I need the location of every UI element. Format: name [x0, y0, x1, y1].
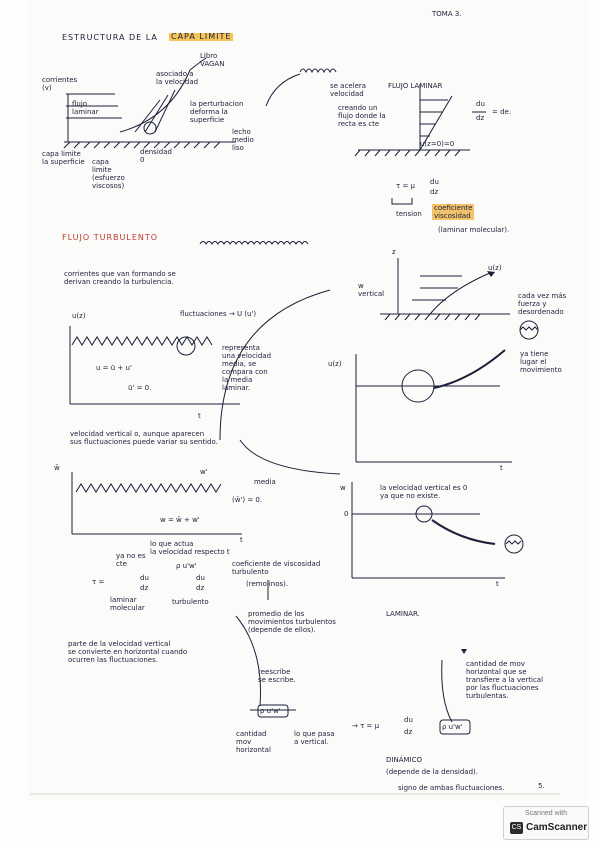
- label-dz2: dz: [430, 188, 439, 196]
- label-dispersa: asociado a la velocidad: [156, 70, 199, 86]
- label-u-z: u(z): [72, 312, 86, 320]
- label-u-z-right: u(z): [488, 264, 502, 272]
- label-signo: signo de ambas fluctuaciones.: [398, 784, 505, 792]
- label-dz5: dz: [404, 728, 413, 736]
- label-du2: du: [430, 178, 439, 186]
- label-fluctuations: fluctuaciones → U (u'): [180, 310, 257, 318]
- page-number: 5.: [538, 782, 545, 790]
- label-t-axis: t: [198, 412, 201, 420]
- label-libro: Libro VAGAN: [200, 52, 225, 68]
- label-dz3: dz: [140, 584, 149, 592]
- label-lateral: la perturbacion deforma la superficie: [190, 100, 244, 124]
- label-lo-que-pasa: lo que pasa a vertical.: [294, 730, 335, 746]
- label-eddies: (remolinos).: [246, 580, 289, 588]
- label-laminar: LAMINAR.: [386, 610, 420, 618]
- label-flujo-laminar: flujo laminar: [72, 100, 99, 116]
- velocity-part: parte de la velocidad vertical se convie…: [68, 640, 188, 664]
- label-corrientes: corrientes (v): [42, 76, 78, 92]
- label-z-axis: z: [392, 248, 396, 256]
- label-final-eq: → τ = μ: [352, 722, 380, 730]
- label-turbulento: turbulento: [172, 598, 209, 606]
- label-vel-vertical: la velocidad vertical es 0 ya que no exi…: [380, 484, 468, 500]
- label-laminar-note: (laminar molecular).: [438, 226, 510, 234]
- label-flujo-laminar-title: FLUJO LAMINAR: [388, 82, 443, 90]
- label-t-right: t: [500, 464, 503, 472]
- camscanner-badge: Scanned with CS CamScanner: [503, 806, 589, 840]
- label-rewrite: reescribe se escribe.: [258, 668, 296, 684]
- label-cant-mov-right: cada vez más fuerza y desordenado: [518, 292, 567, 316]
- label-laminar-molecular: laminar molecular: [110, 596, 145, 612]
- label-cantidad-mov: cantidad mov horizontal: [236, 730, 271, 754]
- label-rho-uw: ρ u'w': [260, 707, 281, 715]
- turbulent-desc: corrientes que van formando se derivan c…: [64, 270, 176, 286]
- label-rho-uw2: ρ u'w': [442, 723, 463, 731]
- label-du-dz-eq: = de.: [492, 108, 512, 116]
- page-label: TOMA 3.: [432, 10, 462, 18]
- label-du5: du: [404, 716, 413, 724]
- velocity-desc: velocidad vertical o, aunque aparecen su…: [70, 430, 218, 446]
- label-dz: dz: [476, 114, 485, 122]
- label-lecho: lecho medio liso: [232, 128, 254, 152]
- note-velocity: representa una velocidad media, se compa…: [222, 344, 272, 392]
- camscanner-logo-icon: CS: [510, 822, 523, 834]
- label-du: du: [476, 100, 485, 108]
- label-w-decomp: w = w̄ + w': [160, 516, 200, 524]
- label-tau-eq: τ = μ: [396, 182, 415, 190]
- label-du4: du: [196, 574, 205, 582]
- label-densidad: densidad 0: [140, 148, 172, 164]
- label-tau-turb: τ =: [92, 578, 105, 586]
- label-creando: creando un flujo donde la recta es cte: [338, 104, 386, 128]
- label-right-w: w vertical: [358, 282, 385, 298]
- page-title-highlight: CAPA LIMITE: [169, 32, 234, 41]
- label-du3: du: [140, 574, 149, 582]
- label-coef-turb: coeficiente de viscosidad turbulento: [232, 560, 321, 576]
- notebook-sheet: [28, 0, 588, 800]
- label-w2: w: [340, 484, 346, 492]
- label-t-axis2: t: [240, 536, 243, 544]
- label-promedio: promedio de los movimientos turbulentos …: [248, 610, 336, 634]
- label-tiene: ya tiene lugar el movimiento: [520, 350, 562, 374]
- label-u-decomp: u = ū + u': [96, 364, 132, 372]
- annot-left: ya no es cte: [116, 552, 146, 568]
- section-title-turbulent: FLUJO TURBULENTO: [62, 233, 159, 242]
- label-media: media: [254, 478, 276, 486]
- label-u-prime-zero: ū' = 0.: [128, 384, 152, 392]
- label-tension: tension: [396, 210, 422, 218]
- label-se-acelera: se acelera velocidad: [330, 82, 367, 98]
- label-u-z2: u(z): [328, 360, 342, 368]
- label-t-right2: t: [496, 580, 499, 588]
- annot-2: ρ u'w': [176, 562, 197, 570]
- label-w-bar: w̄: [54, 464, 60, 472]
- label-w-prime: w': [200, 468, 208, 476]
- page-title: ESTRUCTURA DE LA: [62, 33, 158, 42]
- label-depende: (depende de la densidad).: [386, 768, 478, 776]
- label-dinamico: DINÁMICO: [386, 756, 422, 764]
- label-cantidad: cantidad de mov horizontal que se transf…: [466, 660, 544, 700]
- label-zero: 0: [344, 510, 349, 518]
- label-dz4: dz: [196, 584, 205, 592]
- label-capa: capa limite la superficie: [42, 150, 85, 166]
- label-u-eq: u(z=0)=0: [420, 140, 455, 148]
- label-capa-limite: capa limite (esfuerzo viscosos): [92, 158, 125, 190]
- label-side-note: lo que actua la velocidad respecto t: [150, 540, 230, 556]
- label-coef: coeficiente viscosidad: [432, 204, 475, 220]
- scanned-with-label: Scanned with: [524, 810, 568, 817]
- camscanner-name: CamScanner: [526, 822, 588, 833]
- label-w-prime-zero: (w̄') = 0.: [232, 496, 263, 504]
